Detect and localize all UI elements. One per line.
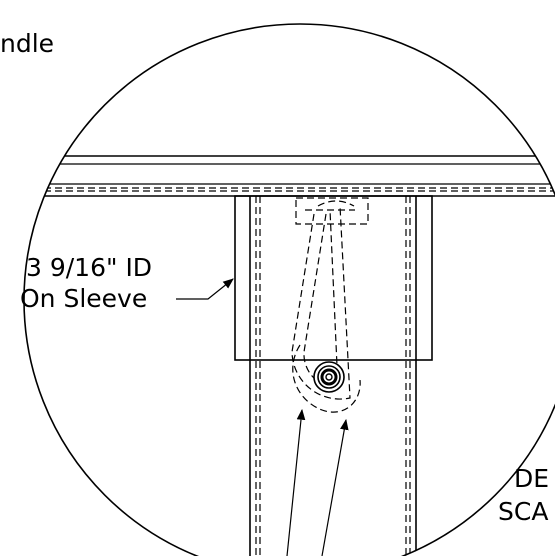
scale-label: SCA bbox=[498, 497, 548, 526]
detail-circle bbox=[23, 23, 555, 556]
leader-lines bbox=[286, 408, 349, 556]
sleeve-label-line1: 3 9/16" ID bbox=[26, 253, 152, 282]
vertical-post bbox=[249, 196, 417, 556]
bolt bbox=[313, 361, 345, 393]
sleeve-leader-arrow bbox=[176, 278, 234, 300]
top-bracket bbox=[295, 197, 369, 225]
sleeve bbox=[234, 195, 433, 361]
detail-geometry bbox=[24, 155, 555, 556]
horizontal-rail bbox=[24, 155, 555, 197]
handle-label: ndle bbox=[0, 29, 54, 58]
sleeve-label-line2: On Sleeve bbox=[20, 284, 147, 313]
detail-title-label: DE bbox=[514, 464, 549, 493]
